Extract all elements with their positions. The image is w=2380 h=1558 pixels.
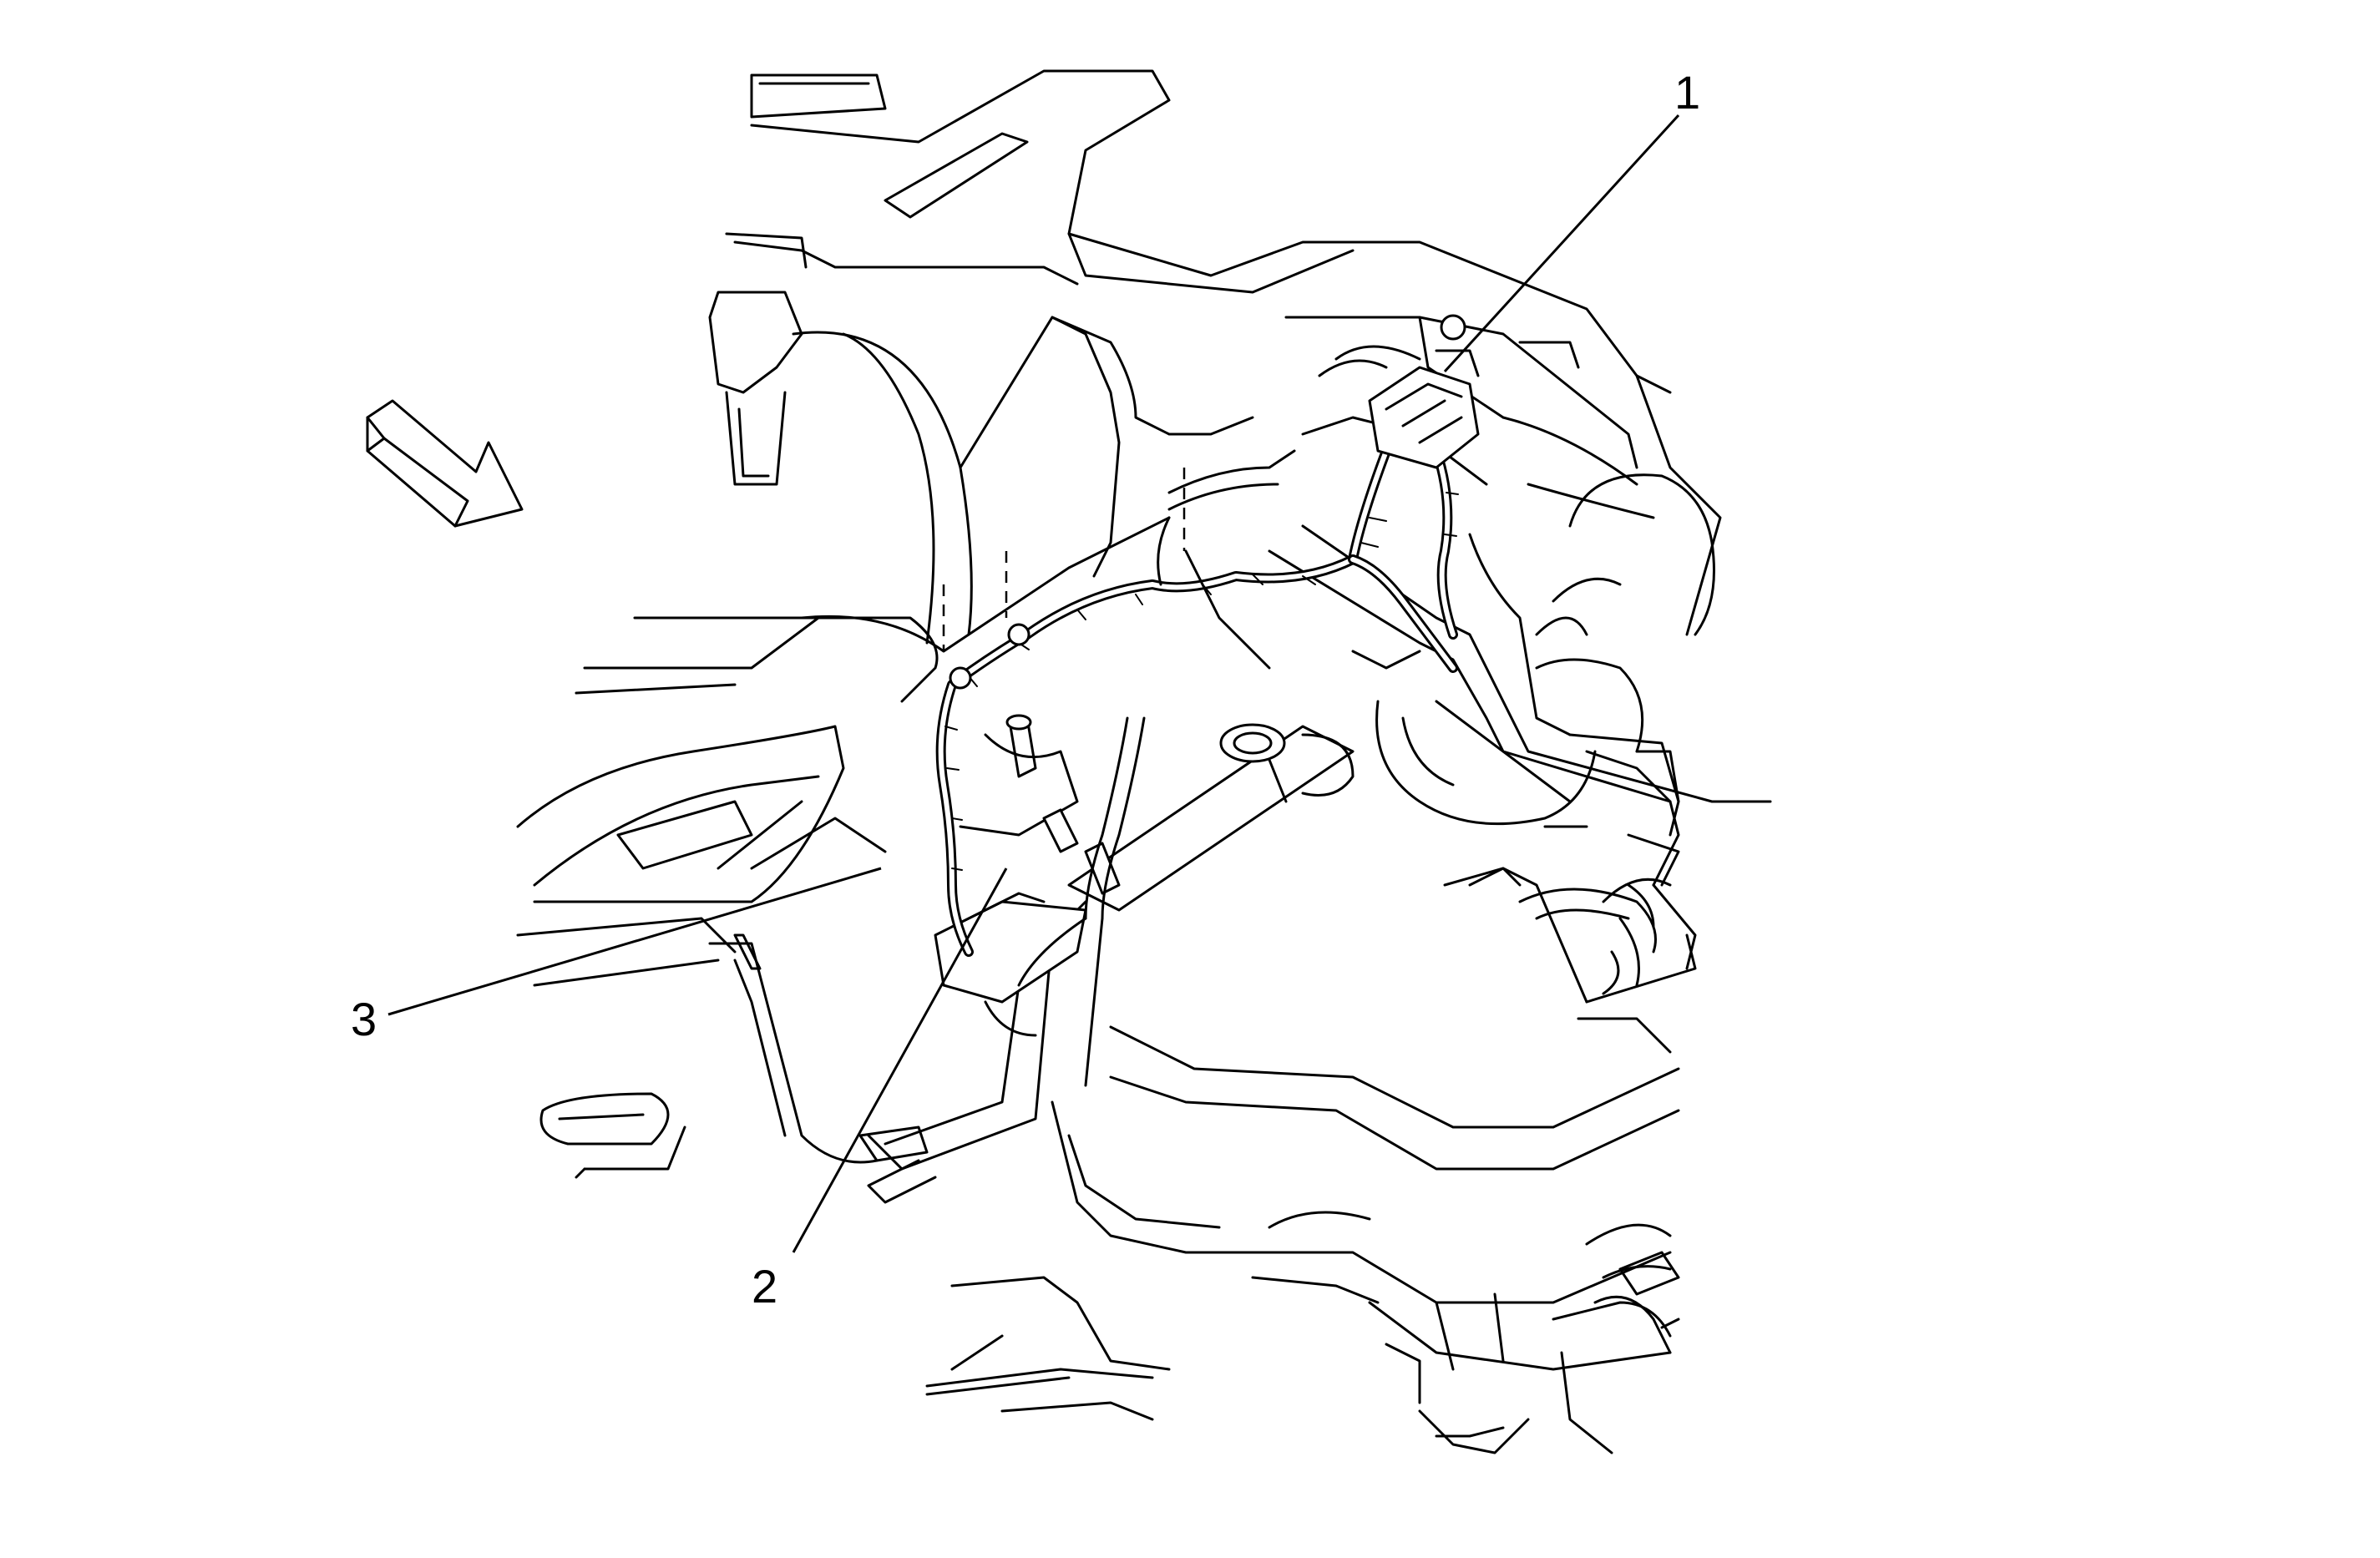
callout-1-leader	[1443, 114, 1680, 373]
callout-3-label: 3	[351, 993, 377, 1045]
wire-harness	[935, 446, 1459, 957]
fuel-lines	[1017, 449, 1296, 987]
lower-right-rail	[925, 1025, 1680, 1454]
right-frame-rails	[1268, 524, 1772, 887]
install-guide-lines	[942, 468, 1186, 651]
frame-rail-main	[750, 316, 1254, 653]
harness-connector	[1318, 314, 1480, 469]
callout-2-label: 2	[752, 1260, 777, 1313]
front-direction-arrow-icon	[366, 399, 524, 528]
fuel-filter-canister	[934, 714, 1121, 1004]
callout-2-leader	[792, 868, 1008, 1253]
right-lower-crossmember	[1443, 750, 1697, 1054]
left-bracket	[708, 291, 803, 486]
callout-3-leader	[387, 867, 882, 1016]
leader-lines	[387, 114, 1680, 1253]
callout-1-label: 1	[1674, 66, 1700, 119]
lower-left-rail	[539, 933, 879, 1179]
upper-frame-panel	[725, 69, 1672, 394]
right-structure	[1284, 316, 1722, 826]
left-crossmember	[516, 616, 939, 987]
cross-tube	[858, 725, 1355, 1204]
bottom-right-bracket	[925, 1223, 1680, 1421]
round-fitting	[1219, 723, 1355, 803]
